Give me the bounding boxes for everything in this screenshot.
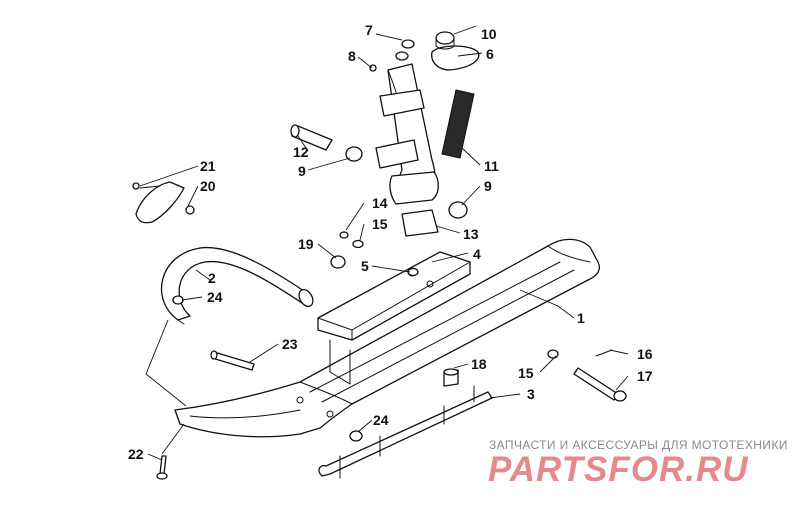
callout-14: 14 [372, 195, 388, 211]
callout-labels: 1 2 3 4 5 6 7 8 9 9 10 11 12 13 14 15 15… [128, 22, 653, 462]
screw-22 [156, 455, 168, 480]
hardware-small [172, 205, 559, 442]
callout-2: 2 [208, 270, 216, 286]
bushing [290, 124, 468, 219]
watermark-brand-logo: PARTSFOR.RU [488, 450, 749, 489]
callout-15-bottom: 15 [518, 365, 534, 381]
callout-3: 3 [527, 386, 535, 402]
watermark-tagline: ЗАПЧАСТИ И АКСЕССУАРЫ ДЛЯ МОТОТЕХНИКИ [489, 438, 788, 452]
callout-22: 22 [128, 446, 144, 462]
callout-1: 1 [577, 310, 585, 326]
bolt-23 [210, 350, 255, 371]
callout-4: 4 [473, 246, 481, 262]
callout-12: 12 [293, 144, 309, 160]
callout-20: 20 [200, 178, 216, 194]
spindle-decal [441, 89, 475, 159]
callout-24-top: 24 [207, 289, 223, 305]
callout-13: 13 [463, 226, 479, 242]
callout-9-bottom: 9 [484, 178, 492, 194]
callout-6: 6 [486, 46, 494, 62]
callout-11: 11 [484, 158, 499, 174]
spindle-bolt [573, 349, 627, 402]
wear-bar-runner [318, 368, 493, 479]
callout-15-top: 15 [372, 216, 388, 232]
callout-5: 5 [361, 258, 369, 274]
callout-7: 7 [365, 22, 373, 38]
spindle-mount-bracket [317, 251, 471, 385]
callout-23: 23 [282, 336, 298, 352]
ski-bumper-guard [132, 181, 185, 224]
leader-lines [139, 25, 629, 461]
callout-21: 21 [200, 158, 216, 174]
spindle [375, 45, 480, 237]
spindle-cap [435, 31, 455, 50]
callout-24-bottom: 24 [373, 412, 389, 428]
callout-9-top: 9 [298, 163, 306, 179]
callout-8: 8 [348, 48, 356, 64]
washer [369, 39, 415, 72]
callout-17: 17 [637, 368, 653, 384]
callout-10: 10 [481, 26, 497, 42]
ski-body [174, 238, 601, 438]
callout-19: 19 [298, 236, 314, 252]
ski-handle-loop [160, 246, 314, 325]
callout-18: 18 [471, 356, 487, 372]
callout-16: 16 [637, 346, 653, 362]
